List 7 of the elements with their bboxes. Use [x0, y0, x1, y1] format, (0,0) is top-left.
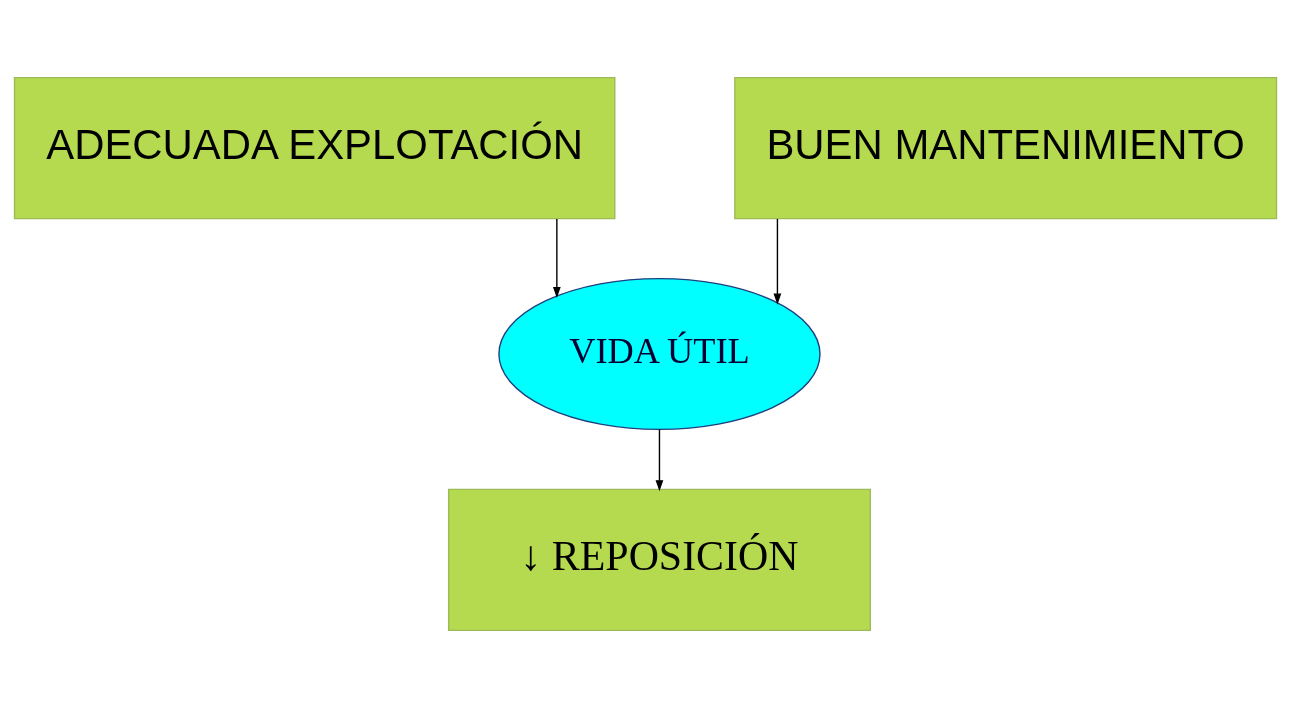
node-box: ADECUADA EXPLOTACIÓN	[13, 76, 616, 220]
node-ellipse: VIDA ÚTIL	[498, 277, 821, 431]
node-box: BUEN MANTENIMIENTO	[734, 76, 1278, 220]
arrow	[655, 428, 664, 492]
node-box: ↓ REPOSICIÓN	[447, 488, 871, 632]
arrow	[552, 218, 561, 299]
arrow	[773, 218, 782, 305]
